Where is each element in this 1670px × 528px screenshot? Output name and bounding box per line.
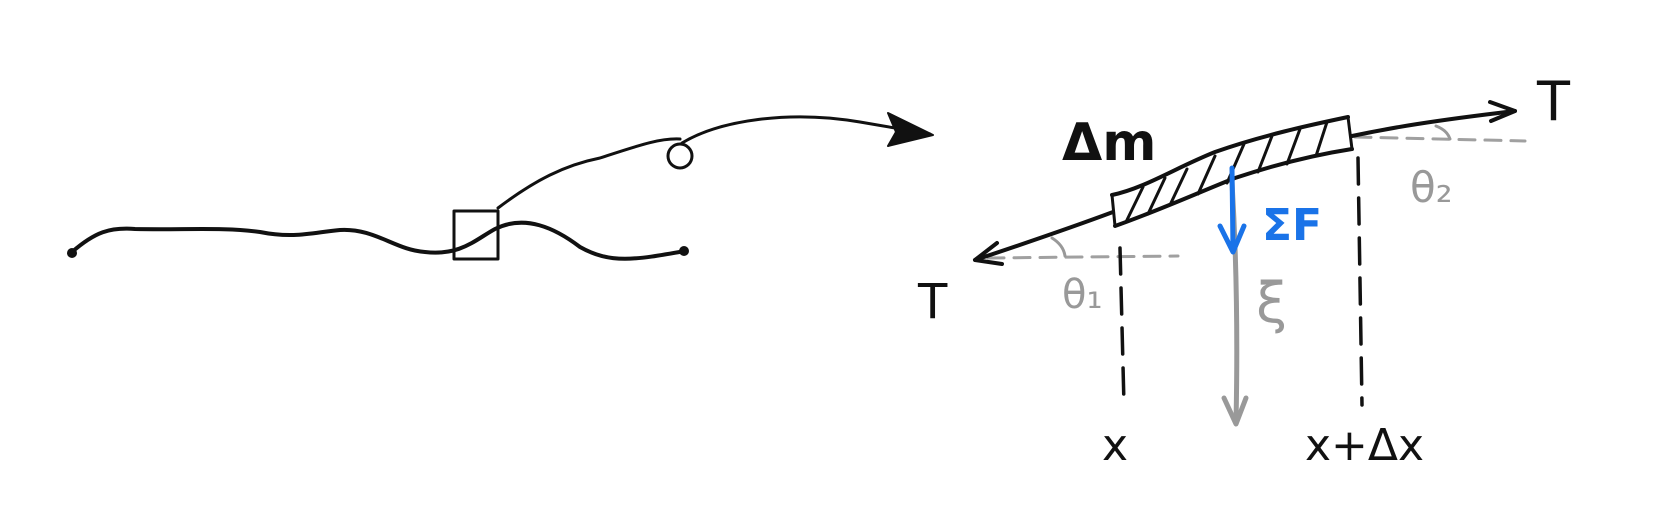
tension-right-arrow-shaft [1350, 109, 1517, 138]
zoom-leader-line [496, 137, 682, 210]
zoom-circle [666, 142, 694, 170]
theta2-arc [1434, 124, 1452, 141]
theta2-label: θ₂ [1410, 163, 1453, 212]
theta1-reference-line [986, 254, 1180, 260]
free-body-diagram: Δm T T θ₁ θ₂ ΣF ξ x x+Δx [917, 70, 1571, 471]
theta2-reference-line [1353, 135, 1527, 143]
tension-right-label: T [1536, 70, 1571, 133]
left-string-end [67, 248, 77, 258]
x-plus-dx-marker-line [1356, 156, 1364, 407]
x-plus-dx-label: x+Δx [1305, 420, 1424, 471]
net-force-arrowhead [1217, 223, 1247, 255]
full-string-sketch [67, 112, 934, 261]
theta1-arc [1050, 236, 1067, 258]
right-string-end [679, 246, 689, 256]
element-right-edge [1346, 115, 1354, 151]
theta1-label: θ₁ [1062, 272, 1103, 318]
tension-left-arrowhead [973, 241, 1004, 266]
mass-label: Δm [1062, 113, 1156, 173]
net-force-label: ΣF [1262, 200, 1322, 251]
string-element [1110, 115, 1354, 228]
net-force-arrow-shaft [1229, 165, 1236, 253]
selected-element-box [452, 209, 500, 261]
element-top-edge [1110, 115, 1350, 197]
x-label: x [1102, 420, 1128, 471]
tension-left-arrow-shaft [973, 210, 1115, 262]
zoom-arrow [680, 115, 932, 145]
x-marker-line [1118, 246, 1126, 407]
tension-left-label: T [917, 274, 948, 330]
element-bottom-edge [1113, 147, 1354, 228]
xi-arrowhead [1221, 395, 1249, 427]
xi-label: ξ [1256, 271, 1287, 336]
wavy-string [70, 220, 687, 261]
tension-right-arrowhead [1488, 100, 1517, 123]
zoom-arrowhead [887, 112, 934, 147]
